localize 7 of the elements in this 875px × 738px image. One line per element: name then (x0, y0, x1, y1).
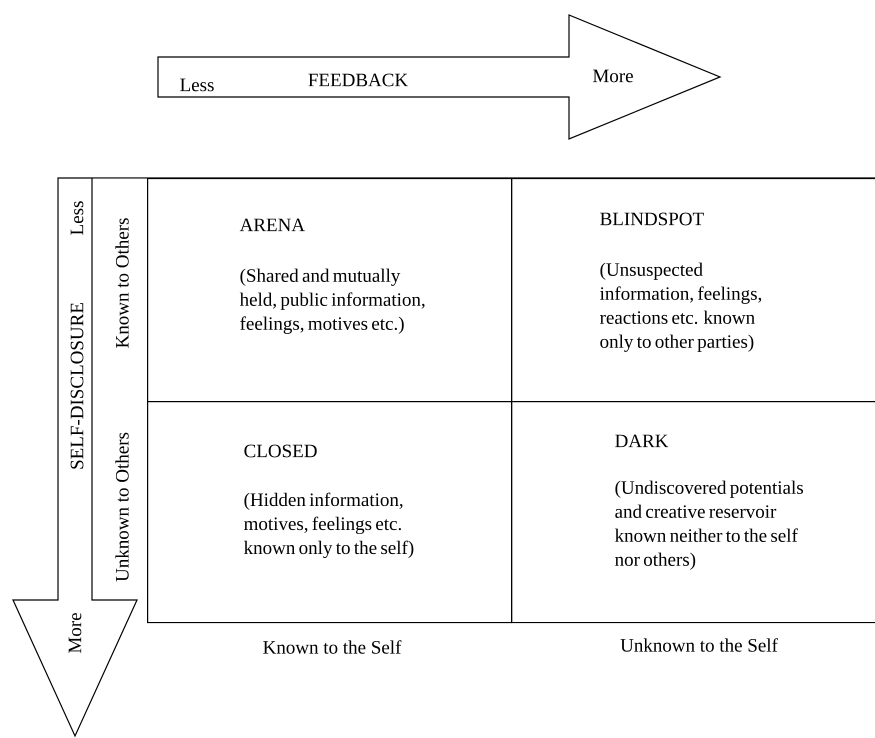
quadrant-cell: DARK (Undiscovered potentials and creative reservoir known neither to the self nor others) (511, 400, 875, 624)
quadrant-cell: CLOSED (Hidden information, motives, feelings etc. known only to the self) (147, 400, 512, 624)
axis-label: Unknown to Others (115, 432, 129, 582)
axis-label: Known to Others (115, 218, 129, 348)
axis-label: Known to the Self (263, 640, 402, 654)
quadrant-cell: BLINDSPOT (Unsuspected information, feelings, reactions etc. known only to other parties) (511, 178, 875, 402)
quadrant-cell: ARENA (Shared and mutually held, public information, feelings, motives etc.) (147, 178, 512, 402)
